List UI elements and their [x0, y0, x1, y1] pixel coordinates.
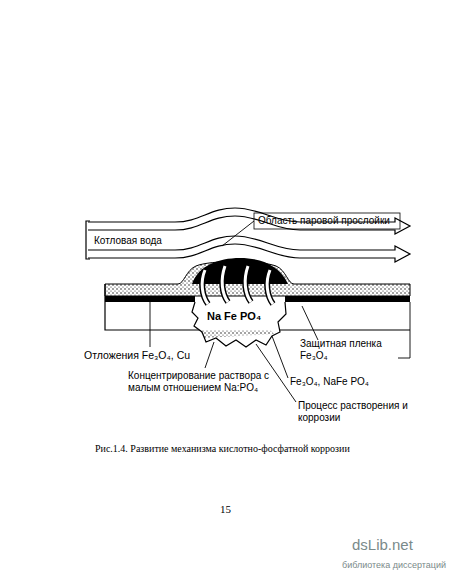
region-label: Область паровой прослойки — [258, 215, 390, 227]
deposit-label: Отложения Fe₃O₄, Cu — [84, 349, 190, 361]
compound-label: Na Fe PO₄ — [205, 310, 263, 323]
curved-arrows — [202, 266, 273, 304]
watermark: dsLib.net — [352, 536, 413, 553]
page-number: 15 — [220, 503, 231, 516]
water-flow-arrows — [86, 208, 410, 262]
product-label: Fe₃O₄, NaFe PO₄ — [290, 376, 369, 388]
flow-label: Котловая вода — [92, 235, 164, 247]
concentration-label: Концентрирование раствора с малым отноше… — [128, 370, 288, 393]
film-label: Защитная пленка Fe₃O₄ — [300, 338, 396, 361]
protective-film — [285, 296, 410, 302]
watermark: библиотека диссертаций — [342, 560, 446, 570]
pit-deposit — [200, 330, 274, 338]
process-label: Процесс растворения и коррозии — [298, 400, 416, 423]
figure-caption: Рис.1.4. Развитие механизма кислотно-фос… — [95, 443, 350, 455]
corrosion-pit — [192, 302, 286, 347]
